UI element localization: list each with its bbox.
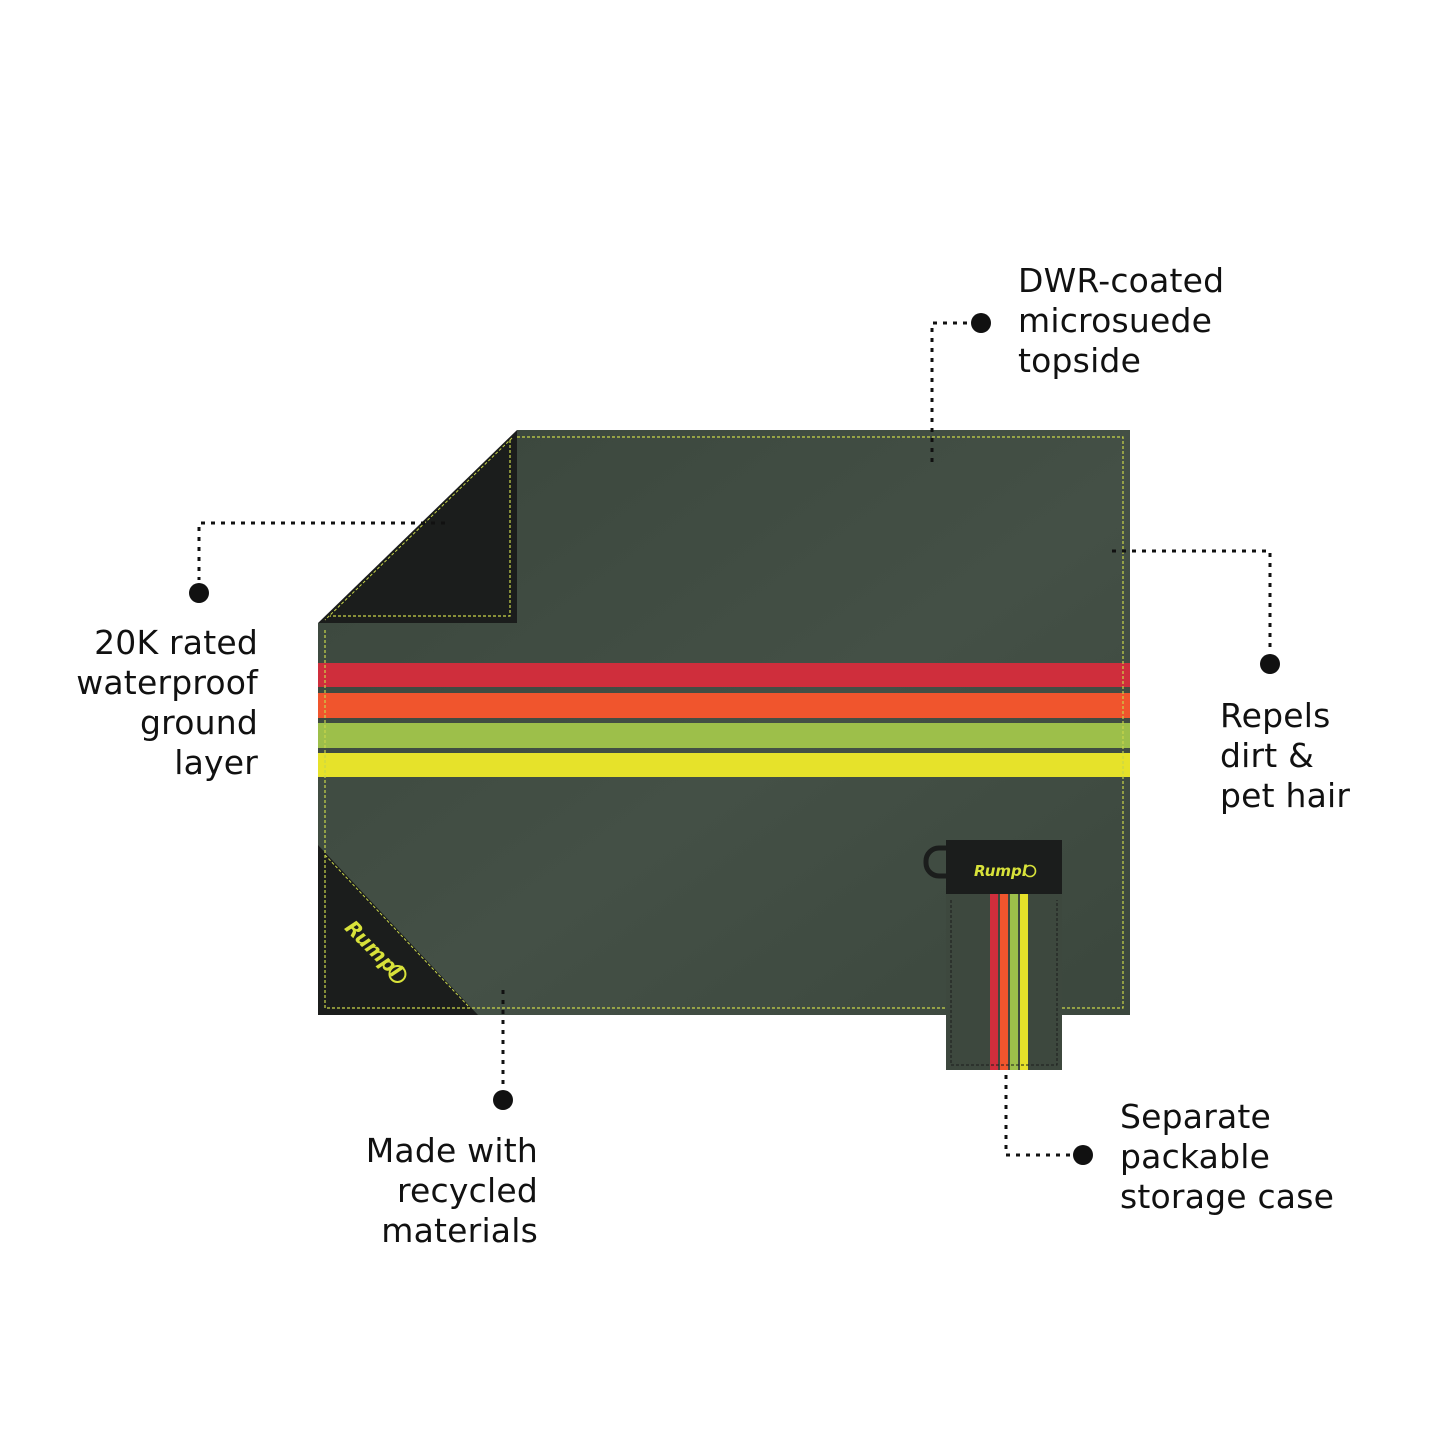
leader-repels	[1112, 549, 1272, 652]
stripe-green	[318, 723, 1130, 748]
dot-recycled	[493, 1090, 513, 1110]
case-stripe-yellow	[1020, 894, 1028, 1070]
fold-diagonal-stitch	[324, 437, 513, 621]
case-logo-text: Rumpl	[974, 862, 1028, 880]
callout-leaders	[197, 321, 1272, 1157]
edge-stitch	[324, 436, 1124, 1009]
blanket-underside-corner	[318, 430, 517, 623]
callout-recycled-line1: Made with	[365, 1131, 538, 1170]
leader-case	[1004, 1075, 1070, 1157]
callout-ground-line3: ground	[140, 703, 258, 742]
callout-dots	[189, 313, 1280, 1165]
case-stripe-orange	[1000, 894, 1008, 1070]
callout-ground-layer: 20K rated waterproof ground layer	[40, 623, 258, 783]
corner-logo-mark-icon	[388, 964, 407, 983]
stripe-yellow	[318, 753, 1130, 777]
callout-repels-line1: Repels	[1220, 696, 1331, 735]
fold-stitch	[330, 440, 511, 617]
callout-topside: DWR-coated microsuede topside	[1018, 261, 1224, 381]
callout-ground-line2: waterproof	[76, 663, 258, 702]
callout-case: Separate packable storage case	[1120, 1097, 1334, 1217]
storage-case: Rumpl	[923, 840, 1062, 1070]
corner-patch	[318, 845, 478, 1015]
dot-topside	[971, 313, 991, 333]
callout-topside-line2: microsuede	[1018, 301, 1213, 340]
callout-repels-line2: dirt &	[1220, 736, 1315, 775]
case-logo-mark-icon	[1023, 864, 1037, 878]
callout-recycled-line3: materials	[381, 1211, 538, 1250]
callout-recycled-line2: recycled	[397, 1171, 538, 1210]
stripe-red	[318, 663, 1130, 687]
callout-ground-line1: 20K rated	[94, 623, 258, 662]
leader-ground	[197, 521, 445, 580]
callout-case-line3: storage case	[1120, 1177, 1335, 1216]
stripe-orange	[318, 693, 1130, 718]
callout-topside-line3: topside	[1018, 341, 1142, 380]
blanket	[318, 430, 1130, 1015]
case-stitch	[950, 900, 1058, 1066]
case-top-band	[946, 840, 1062, 894]
callout-recycled: Made with recycled materials	[300, 1131, 538, 1251]
case-stripe-green	[1010, 894, 1018, 1070]
callout-case-line2: packable	[1120, 1137, 1271, 1176]
callout-case-line1: Separate	[1120, 1097, 1272, 1136]
dot-repels	[1260, 654, 1280, 674]
callout-topside-line1: DWR-coated	[1018, 261, 1225, 300]
callout-repels-line3: pet hair	[1220, 776, 1351, 815]
corner-patch-stitch	[324, 854, 471, 1009]
callout-ground-line4: layer	[174, 743, 258, 782]
dot-ground	[189, 583, 209, 603]
dot-case	[1073, 1145, 1093, 1165]
case-stripe-red	[990, 894, 998, 1070]
callout-repels: Repels dirt & pet hair	[1220, 696, 1350, 816]
